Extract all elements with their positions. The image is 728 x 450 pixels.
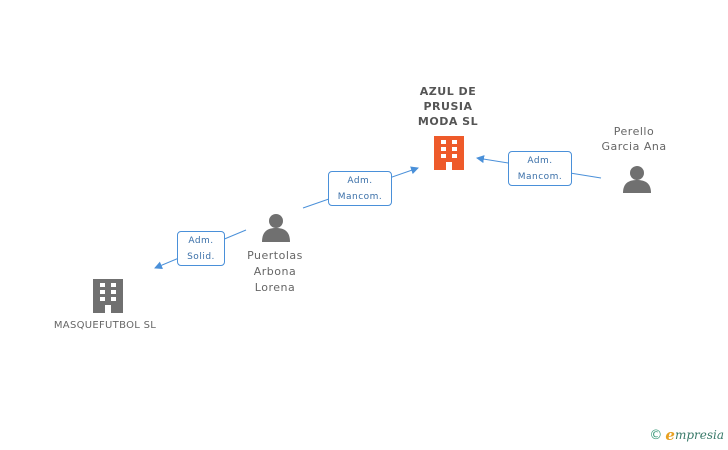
relation-role: Adm. [527, 156, 553, 166]
label-line: Perello [613, 125, 655, 138]
person-label-puertolas[interactable]: Puertolas Arbona Lorena [225, 248, 325, 296]
empresia-watermark: © e mpresia [649, 426, 724, 444]
relation-box-puertolas-masquefutbol[interactable]: Adm. Solid. [177, 231, 225, 266]
building-icon[interactable] [93, 279, 123, 313]
copyright-icon: © [649, 427, 663, 443]
label-line: MODA SL [417, 115, 479, 128]
person-label-perello[interactable]: Perello Garcia Ana [584, 124, 684, 154]
label-line: PRUSIA [423, 100, 473, 113]
company-label-masquefutbol[interactable]: MASQUEFUTBOL SL [40, 318, 170, 333]
relation-type: Mancom. [517, 172, 563, 182]
relation-type: Solid. [187, 252, 215, 262]
label-line: AZUL DE [419, 85, 477, 98]
relation-role: Adm. [188, 236, 214, 246]
brand-name: mpresia [674, 428, 724, 442]
building-icon[interactable] [434, 136, 464, 170]
label-line: Lorena [254, 281, 296, 294]
person-icon[interactable] [623, 166, 651, 193]
relation-type: Mancom. [337, 192, 383, 202]
relation-box-puertolas-azul[interactable]: Adm. Mancom. [328, 171, 392, 206]
relation-box-perello-azul[interactable]: Adm. Mancom. [508, 151, 572, 186]
company-label-azul-de-prusia[interactable]: AZUL DE PRUSIA MODA SL [398, 84, 498, 129]
label-line: MASQUEFUTBOL SL [53, 320, 157, 331]
label-line: Garcia Ana [601, 140, 667, 153]
person-icon[interactable] [262, 214, 290, 242]
relation-role: Adm. [347, 176, 373, 186]
brand-initial: e [665, 426, 675, 444]
label-line: Arbona [253, 265, 297, 278]
label-line: Puertolas [247, 249, 303, 262]
